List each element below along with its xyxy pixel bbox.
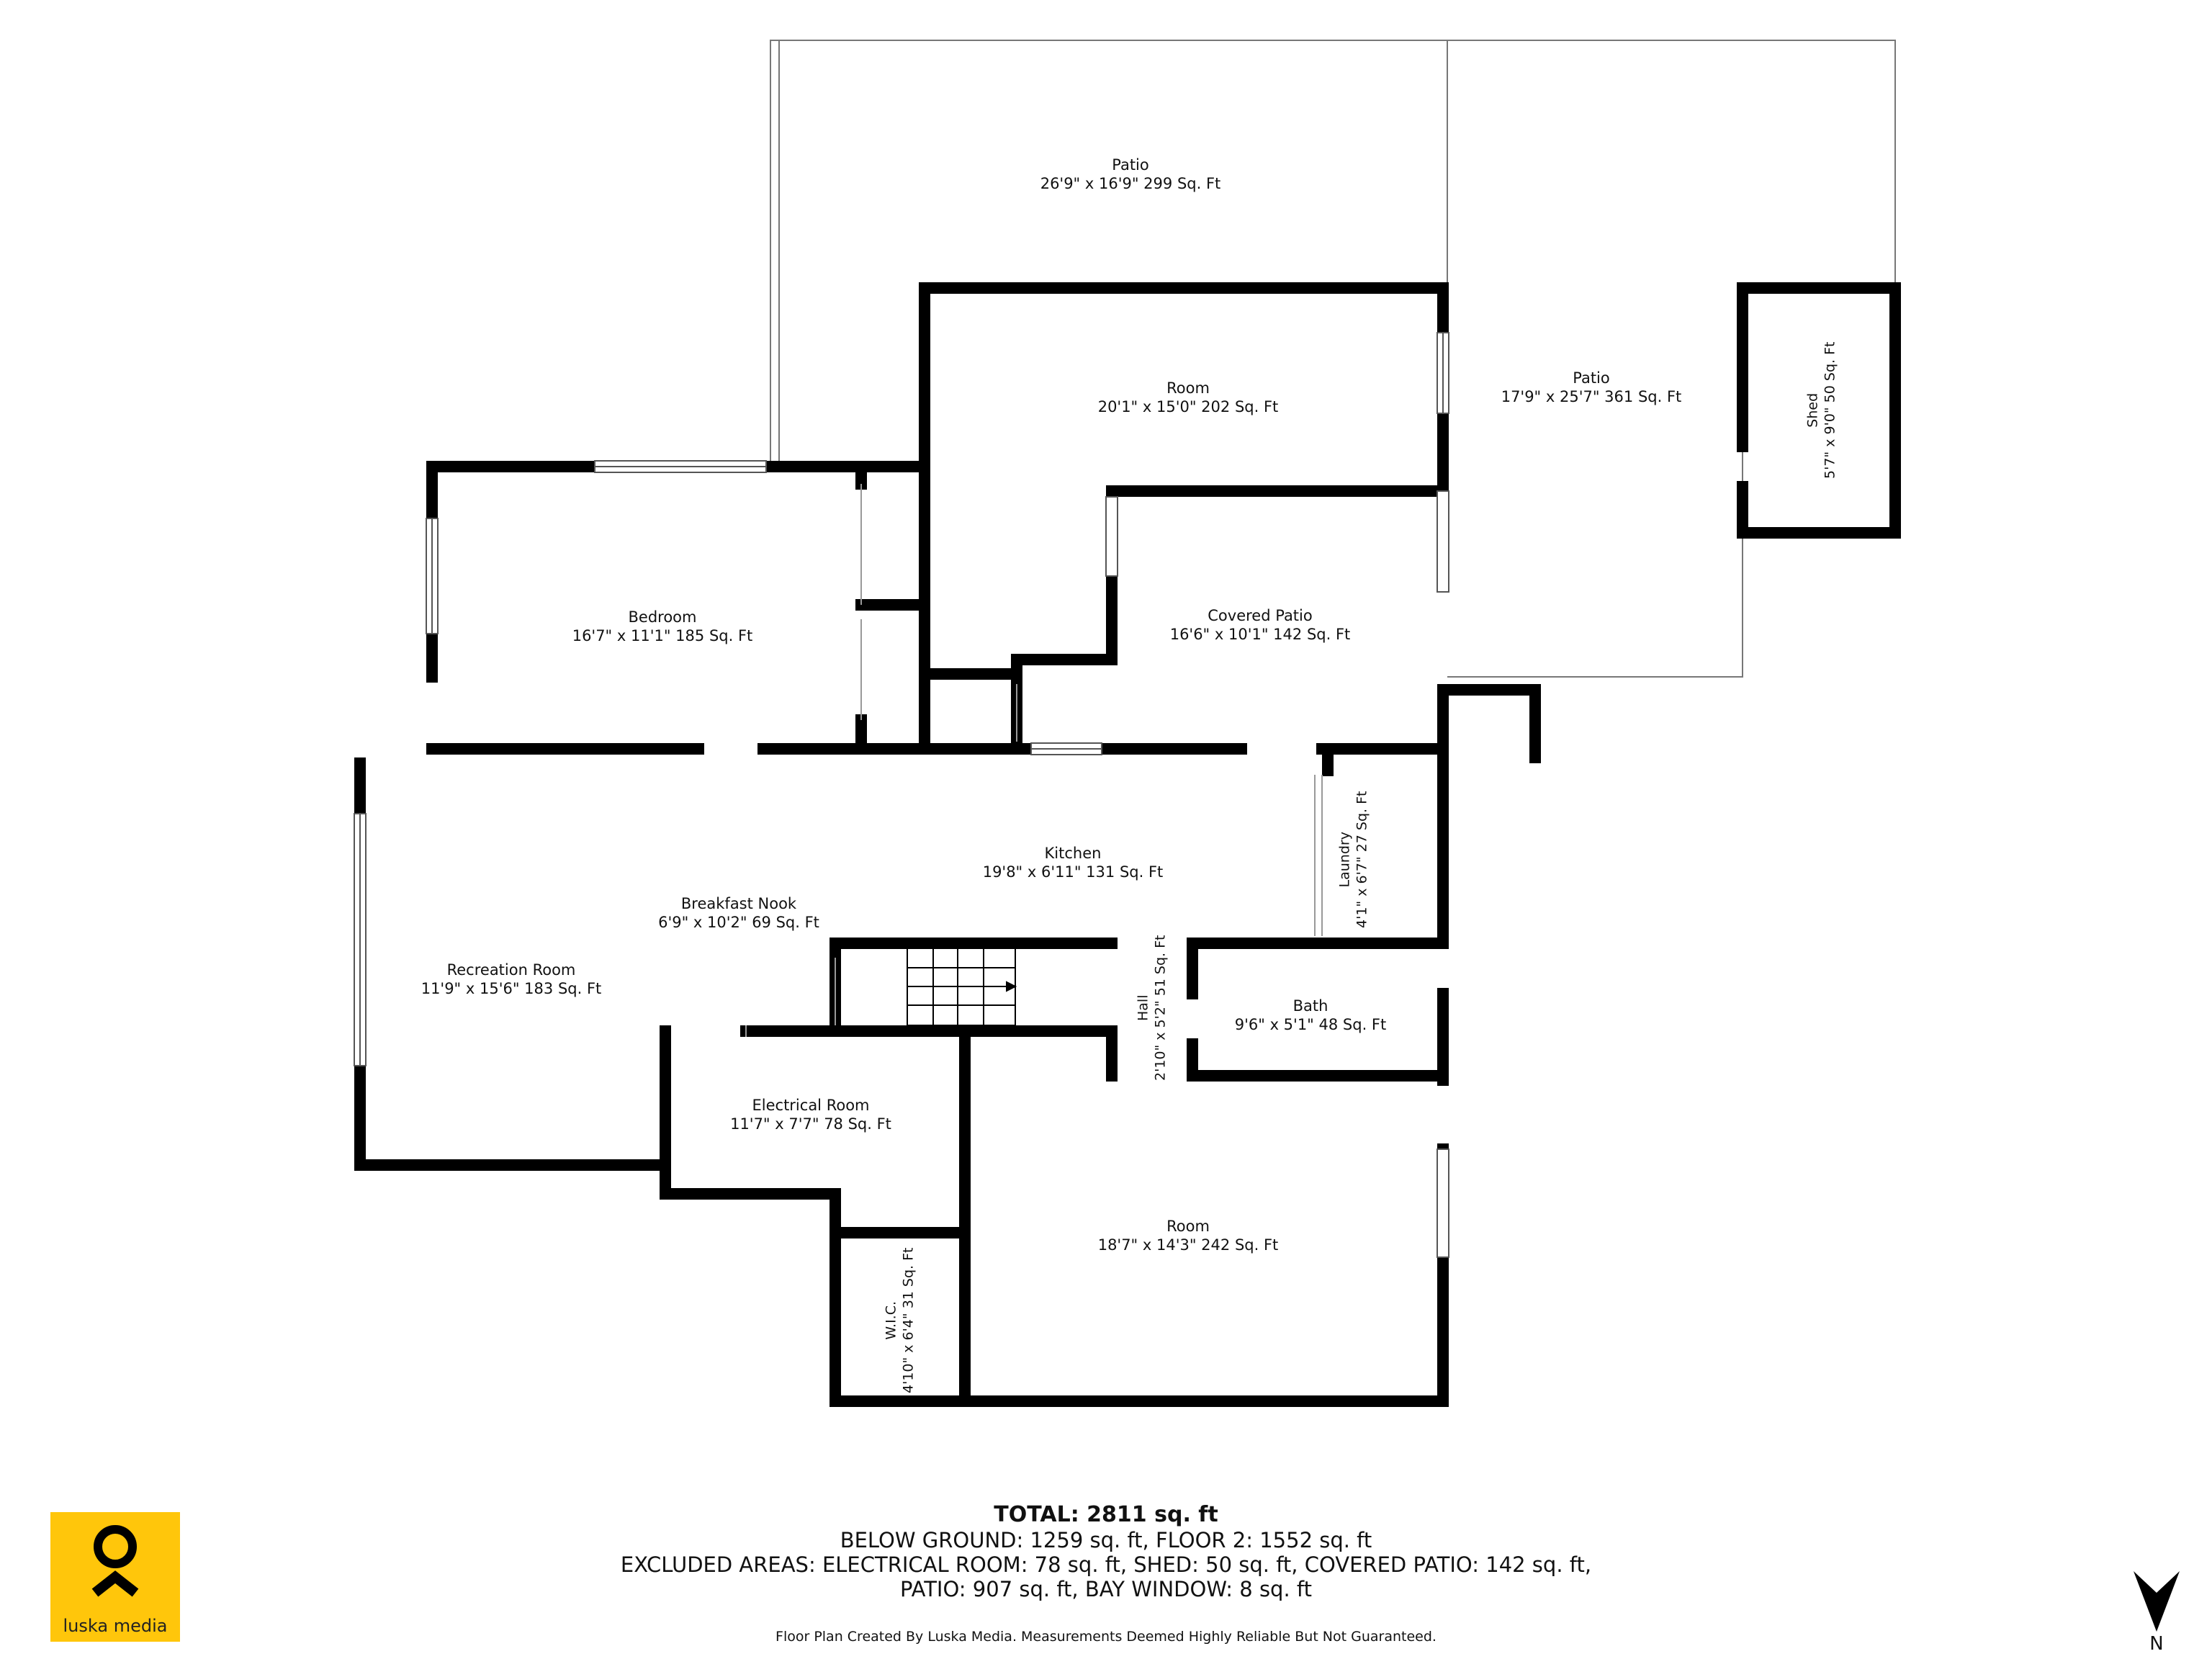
compass-arrow-icon — [2134, 1571, 2180, 1632]
room-dimensions: 19'8" x 6'11" 131 Sq. Ft — [982, 863, 1164, 881]
summary-total: TOTAL: 2811 sq. ft — [994, 1502, 1218, 1527]
room-dimensions: 17'9" x 25'7" 361 Sq. Ft — [1501, 388, 1682, 406]
compass-label: N — [2149, 1633, 2164, 1655]
windows — [354, 332, 1449, 1258]
room-label-recreation-room: Recreation Room 11'9" x 15'6" 183 Sq. Ft — [403, 961, 619, 999]
disclaimer: Floor Plan Created By Luska Media. Measu… — [775, 1629, 1437, 1645]
room-label-breakfast-nook: Breakfast Nook 6'9" x 10'2" 69 Sq. Ft — [638, 894, 840, 932]
room-name: Bedroom — [628, 608, 697, 626]
room-name: Kitchen — [1044, 845, 1102, 862]
room-name: Laundry — [1336, 832, 1353, 888]
room-dimensions: 16'7" x 11'1" 185 Sq. Ft — [572, 627, 753, 645]
room-dimensions: 4'10" x 6'4" 31 Sq. Ft — [900, 1247, 916, 1394]
room-label-patio-right: Patio 17'9" x 25'7" 361 Sq. Ft — [1491, 369, 1692, 407]
room-label-bedroom: Bedroom 16'7" x 11'1" 185 Sq. Ft — [554, 608, 770, 646]
summary-line-3: PATIO: 907 sq. ft, BAY WINDOW: 8 sq. ft — [900, 1577, 1312, 1601]
room-label-electrical-room: Electrical Room 11'7" x 7'7" 78 Sq. Ft — [710, 1096, 912, 1134]
room-name: Patio — [1112, 156, 1149, 174]
logo-text: luska media — [63, 1616, 168, 1636]
room-dimensions: 6'9" x 10'2" 69 Sq. Ft — [658, 914, 819, 932]
summary-line-1: BELOW GROUND: 1259 sq. ft, FLOOR 2: 1552… — [840, 1528, 1372, 1552]
patio-outlines — [770, 40, 1896, 678]
room-label-patio-top: Patio 26'9" x 16'9" 299 Sq. Ft — [1030, 156, 1231, 194]
room-name: Hall — [1135, 994, 1151, 1022]
room-name: Bath — [1292, 997, 1328, 1015]
room-dimensions: 2'10" x 5'2" 51 Sq. Ft — [1152, 935, 1168, 1082]
room-dimensions: 4'1" x 6'7" 27 Sq. Ft — [1354, 791, 1370, 928]
north-arrow-icon: N — [2128, 1564, 2185, 1655]
room-label-wic: W.I.C. 4'10" x 6'4" 31 Sq. Ft — [883, 1241, 917, 1400]
room-name: Covered Patio — [1208, 607, 1313, 624]
room-name: W.I.C. — [883, 1300, 899, 1340]
room-dimensions: 18'7" x 14'3" 242 Sq. Ft — [1097, 1236, 1279, 1254]
room-name: Patio — [1573, 369, 1610, 387]
summary-line-2: EXCLUDED AREAS: ELECTRICAL ROOM: 78 sq. … — [620, 1552, 1592, 1577]
room-name: Recreation Room — [446, 961, 576, 979]
room-label-shed: Shed 5'7" x 9'0" 50 Sq. Ft — [1804, 302, 1839, 518]
logo-mark-icon — [91, 1525, 139, 1597]
room-dimensions: 9'6" x 5'1" 48 Sq. Ft — [1234, 1016, 1387, 1034]
room-label-covered-patio: Covered Patio 16'6" x 10'1" 142 Sq. Ft — [1152, 606, 1368, 644]
luska-media-logo: luska media — [50, 1512, 180, 1642]
room-dimensions: 26'9" x 16'9" 299 Sq. Ft — [1040, 175, 1221, 193]
room-name: Breakfast Nook — [680, 895, 797, 912]
room-label-kitchen: Kitchen 19'8" x 6'11" 131 Sq. Ft — [965, 844, 1181, 882]
room-name: Room — [1166, 379, 1210, 397]
room-name: Shed — [1804, 392, 1821, 428]
room-label-hall: Hall 2'10" x 5'2" 51 Sq. Ft — [1135, 922, 1169, 1094]
openings — [745, 484, 1323, 1037]
room-dimensions: 5'7" x 9'0" 50 Sq. Ft — [1822, 341, 1838, 479]
room-label-room-lower: Room 18'7" x 14'3" 242 Sq. Ft — [1080, 1217, 1296, 1255]
room-label-laundry: Laundry 4'1" x 6'7" 27 Sq. Ft — [1336, 781, 1371, 939]
room-dimensions: 16'6" x 10'1" 142 Sq. Ft — [1169, 626, 1351, 644]
room-dimensions: 20'1" x 15'0" 202 Sq. Ft — [1097, 398, 1279, 416]
room-name: Electrical Room — [752, 1097, 870, 1114]
room-dimensions: 11'7" x 7'7" 78 Sq. Ft — [730, 1115, 891, 1133]
room-label-bath: Bath 9'6" x 5'1" 48 Sq. Ft — [1217, 997, 1404, 1035]
staircase — [907, 947, 1017, 1026]
room-dimensions: 11'9" x 15'6" 183 Sq. Ft — [421, 980, 602, 998]
room-label-room-upper: Room 20'1" x 15'0" 202 Sq. Ft — [1080, 379, 1296, 417]
room-name: Room — [1166, 1218, 1210, 1235]
